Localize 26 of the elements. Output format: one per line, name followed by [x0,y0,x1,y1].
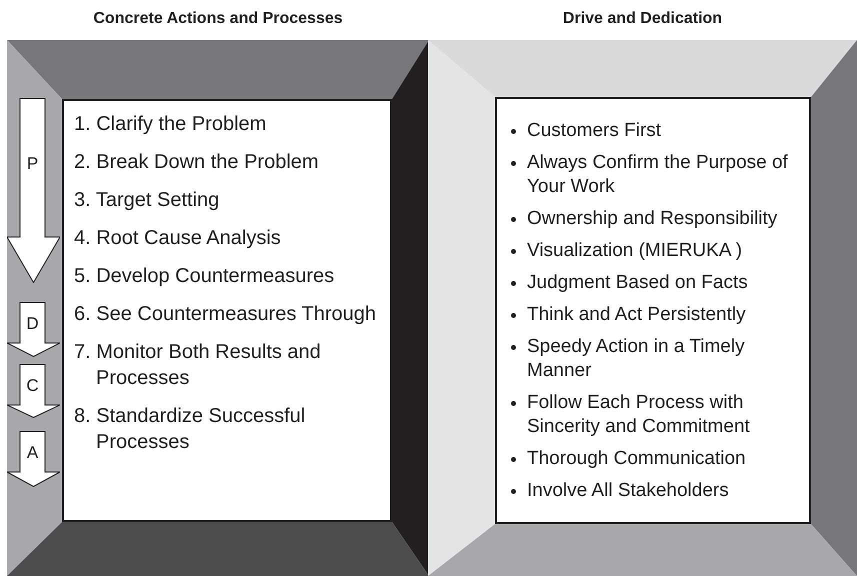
column-heading: Concrete Actions and Processes [93,9,343,29]
principle-text: Think and Act Persistently [527,303,746,327]
step-text: 2. Break Down the Problem [74,150,320,175]
principle-text: Involve All Stakeholders [527,479,729,503]
principle-text: Always Confirm the Purpose of Your Work [527,151,789,199]
phase-letter: A [26,443,38,463]
list-panel [62,99,392,522]
column-heading: Drive and Dedication [562,9,722,29]
step-text: 6. See Countermeasures Through [74,302,378,327]
phase-letter: P [26,154,38,174]
principle-text: Follow Each Process with Sincerity and Commitment [527,391,751,439]
principle-text: Thorough Communication [527,447,746,471]
step-text: 1. Clarify the Problem [74,112,268,137]
list-panel [495,97,811,524]
step-text: 3. Target Setting [74,188,220,213]
principle-text: Ownership and Responsibility [527,207,778,231]
step-text: 5. Develop Countermeasures [74,264,336,289]
principle-text: Judgment Based on Facts [527,271,748,295]
phase-letter: C [26,376,39,396]
step-text: 7. Monitor Both Results and Processes [74,340,322,391]
principle-text: Speedy Action in a Timely Manner [527,335,746,383]
principle-text: Customers First [527,119,662,143]
phase-letter: D [26,314,39,334]
principle-text: Visualization (MIERUKA ) [527,239,742,263]
step-text: 4. Root Cause Analysis [74,226,282,251]
step-text: 8. Standardize Successful Processes [74,404,306,455]
